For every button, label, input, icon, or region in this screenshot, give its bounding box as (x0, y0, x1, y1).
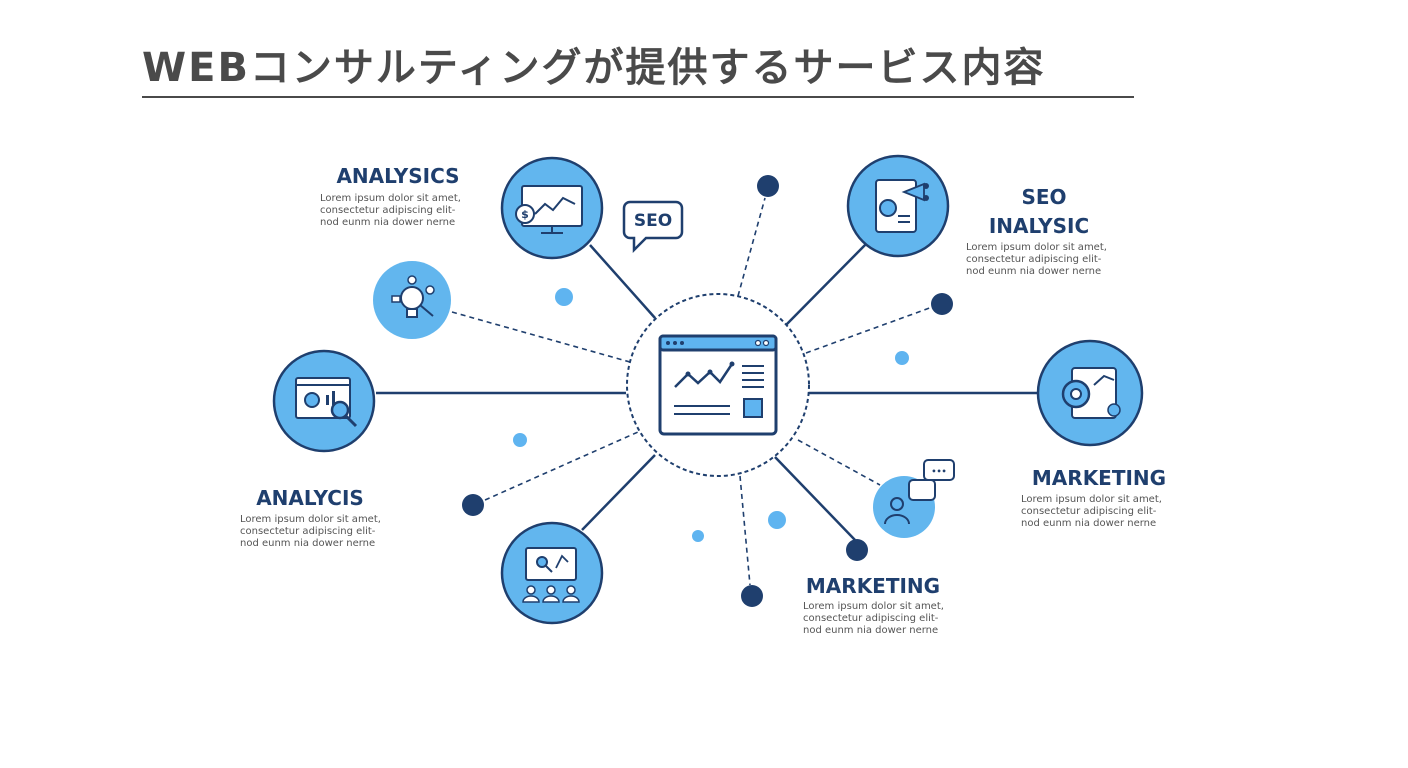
monitor-dollar-chart-icon: $ (515, 185, 583, 234)
document-gear-icon (875, 179, 929, 233)
node-user-chat: ••• (873, 459, 955, 538)
node-marketing-right (1036, 339, 1144, 447)
seo-analysic-desc: Lorem ipsum dolor sit amet, consectetur … (966, 242, 1107, 277)
analytics-top-desc: Lorem ipsum dolor sit amet, consectetur … (320, 193, 461, 228)
svg-text:$: $ (521, 208, 529, 221)
gear-document-icon (1061, 367, 1121, 419)
center-node (626, 293, 810, 477)
analytics-top-title: ANALYSICS (336, 164, 460, 188)
analycis-left-title: ANALYCIS (256, 486, 364, 510)
page-title: WEBコンサルティングが提供するサービス内容 (142, 45, 1046, 91)
analycis-left-desc: Lorem ipsum dolor sit amet, consectetur … (240, 514, 381, 549)
node-analytics-top: $ (500, 156, 604, 260)
browser-gear-search-icon (295, 377, 358, 428)
marketing-right-title: MARKETING (1031, 466, 1167, 490)
marketing-bottom-title: MARKETING (805, 574, 941, 598)
browser-analytics-icon (658, 334, 778, 436)
speech-bubble-text: SEO (634, 211, 672, 231)
node-presentation (500, 521, 604, 625)
decorative-dots (462, 175, 953, 607)
seo-analysic-title-line2: INALYSIC (988, 214, 1090, 238)
node-analycis-left (272, 349, 376, 453)
presentation-team-icon (522, 547, 580, 603)
marketing-right-desc: Lorem ipsum dolor sit amet, consectetur … (1021, 494, 1162, 529)
user-chat-icon: ••• (884, 459, 955, 525)
seo-speech-bubble: SEO (622, 200, 684, 254)
lightbulb-idea-icon (391, 275, 435, 318)
node-seo-analysic (846, 154, 950, 258)
dashed-connectors (451, 197, 936, 586)
marketing-bottom-desc: Lorem ipsum dolor sit amet, consectetur … (803, 601, 944, 636)
solid-connectors (376, 241, 1040, 541)
seo-analysic-title-line1: SEO (1021, 185, 1067, 209)
node-idea (373, 261, 451, 339)
svg-text:•••: ••• (931, 467, 946, 476)
title-underline (142, 96, 1134, 98)
